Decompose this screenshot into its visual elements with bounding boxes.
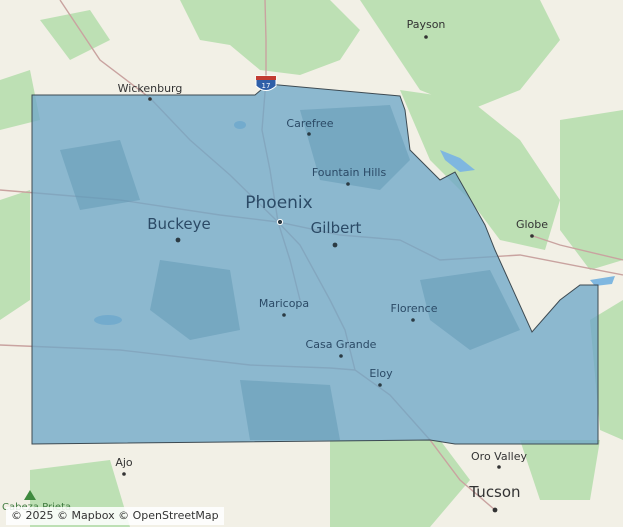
place-label-oro-valley: Oro Valley	[471, 450, 527, 463]
highlighted-region[interactable]	[31, 83, 599, 445]
globe-marker	[530, 234, 534, 238]
carefree-marker	[307, 132, 311, 136]
place-label-phoenix: Phoenix	[245, 193, 312, 213]
park-area	[400, 90, 560, 250]
gilbert-marker	[332, 242, 338, 248]
place-label-gilbert: Gilbert	[311, 219, 362, 237]
region-terrain-patches	[60, 105, 520, 440]
park-area	[0, 70, 40, 130]
place-label-buckeye: Buckeye	[147, 215, 211, 233]
maricopa-marker	[282, 313, 286, 317]
attribution-prefix: ©	[118, 509, 130, 522]
lake	[440, 150, 475, 172]
phoenix-marker	[276, 218, 284, 226]
mapbox-text: Mapbox	[71, 509, 115, 522]
park-area	[560, 110, 623, 270]
place-label-globe: Globe	[516, 218, 548, 231]
road	[264, 0, 267, 80]
buckeye-marker	[175, 237, 181, 243]
map-attribution: © 2025 © Mapbox © OpenStreetMap	[6, 507, 224, 525]
park-area	[520, 440, 600, 500]
park-area	[180, 0, 360, 75]
park-area	[330, 440, 470, 527]
place-label-florence: Florence	[391, 302, 438, 315]
road	[529, 234, 623, 261]
wickenburg-marker	[148, 97, 152, 101]
park-area	[0, 190, 30, 320]
interstate-number: 17	[262, 82, 271, 90]
place-label-maricopa: Maricopa	[259, 297, 309, 310]
place-label-carefree: Carefree	[286, 117, 333, 130]
place-label-ajo: Ajo	[115, 456, 133, 469]
payson-marker	[424, 35, 428, 39]
park-area	[360, 0, 560, 110]
region-places: Phoenix Buckeye Gilbert Carefree Fountai…	[147, 117, 438, 387]
attribution-prefix: ©	[57, 509, 68, 522]
place-label-eloy: Eloy	[369, 367, 393, 380]
fountain-hills-marker	[346, 182, 350, 186]
tucson-marker	[492, 507, 498, 513]
road	[59, 0, 151, 99]
terrain-patch	[420, 270, 520, 350]
oro-valley-marker	[497, 465, 501, 469]
osm-attribution-link[interactable]: © OpenStreetMap	[118, 509, 219, 522]
florence-marker	[411, 318, 415, 322]
place-label-wickenburg: Wickenburg	[118, 82, 183, 95]
place-label-tucson: Tucson	[468, 483, 520, 501]
ajo-marker	[122, 472, 126, 476]
copyright-symbol: ©	[11, 509, 22, 522]
terrain-patch	[240, 380, 340, 440]
place-label-casa-grande: Casa Grande	[306, 338, 377, 351]
park-tree-icon	[24, 490, 36, 500]
lake	[590, 276, 615, 286]
terrain-patch	[300, 105, 410, 190]
eloy-marker	[378, 383, 382, 387]
copyright-year: 2025	[25, 509, 54, 522]
mapbox-attribution-link[interactable]: © Mapbox	[57, 509, 115, 522]
place-label-payson: Payson	[407, 18, 446, 31]
osm-text: OpenStreetMap	[132, 509, 219, 522]
place-label-fountain-hills: Fountain Hills	[312, 166, 387, 179]
casa-grande-marker	[339, 354, 343, 358]
terrain-patch	[150, 260, 240, 340]
interstate-shield: 17	[255, 75, 277, 91]
terrain-patch	[60, 140, 140, 210]
